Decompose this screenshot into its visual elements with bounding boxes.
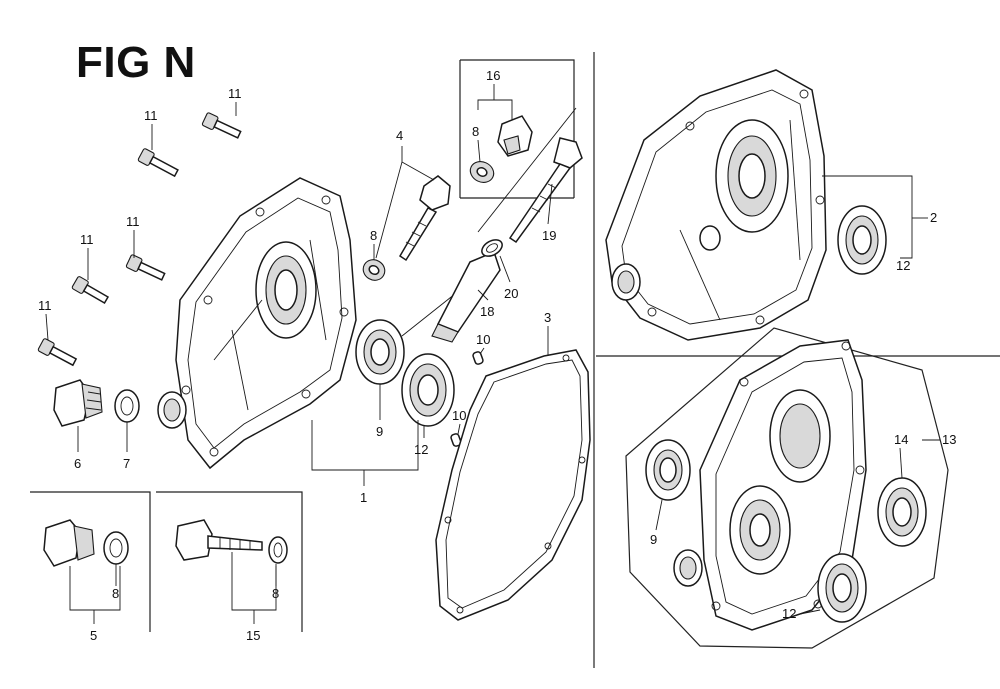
callout-4: 4 xyxy=(396,128,403,143)
callout-7: 7 xyxy=(123,456,130,471)
callout-5: 5 xyxy=(90,628,97,643)
callout-10-b: 10 xyxy=(452,408,466,423)
bolt-11-e xyxy=(37,338,78,367)
callout-8-a: 8 xyxy=(370,228,377,243)
bearing-12-a xyxy=(401,353,455,427)
callout-13: 13 xyxy=(942,432,956,447)
callout-19: 19 xyxy=(542,228,556,243)
leader-lines xyxy=(45,84,940,624)
o-ring-8-b xyxy=(469,161,495,183)
bearing-12-c xyxy=(817,553,867,623)
callout-9-b: 9 xyxy=(650,532,657,547)
callout-9-a: 9 xyxy=(376,424,383,439)
callout-11-b: 11 xyxy=(144,108,158,123)
dowel-pin-10-b xyxy=(450,433,462,447)
callout-11-a: 11 xyxy=(228,86,242,101)
plug-15-inset xyxy=(175,519,288,564)
callout-8-b: 8 xyxy=(472,124,479,139)
callout-20: 20 xyxy=(504,286,518,301)
callout-6: 6 xyxy=(74,456,81,471)
crankcase-cover-2 xyxy=(605,69,827,341)
oil-seal-9-a xyxy=(355,319,405,385)
callout-11-c: 11 xyxy=(126,214,140,229)
section-separators xyxy=(30,52,1000,668)
crankcase-cover-13 xyxy=(673,339,867,631)
bolt-11-b xyxy=(137,148,179,178)
callout-11-d: 11 xyxy=(80,232,94,247)
o-ring-8-a xyxy=(362,259,386,281)
callout-8-c: 8 xyxy=(112,586,119,601)
callout-8-d: 8 xyxy=(272,586,279,601)
oil-plug-6 xyxy=(53,379,103,427)
breather-16 xyxy=(497,115,533,157)
filler-tube-18 xyxy=(431,250,501,343)
callout-12-b: 12 xyxy=(896,258,910,273)
callout-16: 16 xyxy=(486,68,500,83)
callout-12-a: 12 xyxy=(414,442,428,457)
bolt-11-a xyxy=(201,112,242,139)
bolt-11-c xyxy=(125,254,166,281)
dipstick-19 xyxy=(508,137,583,244)
callout-2: 2 xyxy=(930,210,937,225)
callout-3: 3 xyxy=(544,310,551,325)
callout-14: 14 xyxy=(894,432,908,447)
dowel-pin-10-a xyxy=(472,351,484,365)
gasket-3 xyxy=(435,349,591,621)
washer-7 xyxy=(114,389,140,423)
callout-11-e: 11 xyxy=(38,298,52,313)
bearing-12-b xyxy=(837,205,887,275)
callout-18: 18 xyxy=(480,304,494,319)
callout-15: 15 xyxy=(246,628,260,643)
oil-seal-9-b xyxy=(645,439,691,501)
crankcase-cover-1 xyxy=(157,177,357,470)
callout-10-a: 10 xyxy=(476,332,490,347)
bolt-11-group xyxy=(37,112,242,367)
bolt-11-d xyxy=(71,276,110,305)
callout-12-c: 12 xyxy=(782,606,796,621)
plug-5-inset xyxy=(43,519,129,567)
callout-1: 1 xyxy=(360,490,367,505)
bearing-14 xyxy=(877,477,927,547)
callout-labels: 11 11 11 11 11 6 7 1 4 8 9 12 10 10 3 18… xyxy=(38,68,956,643)
dipstick-4 xyxy=(398,175,451,262)
o-ring-20 xyxy=(481,239,503,257)
figure-title: FIG N xyxy=(76,38,196,87)
